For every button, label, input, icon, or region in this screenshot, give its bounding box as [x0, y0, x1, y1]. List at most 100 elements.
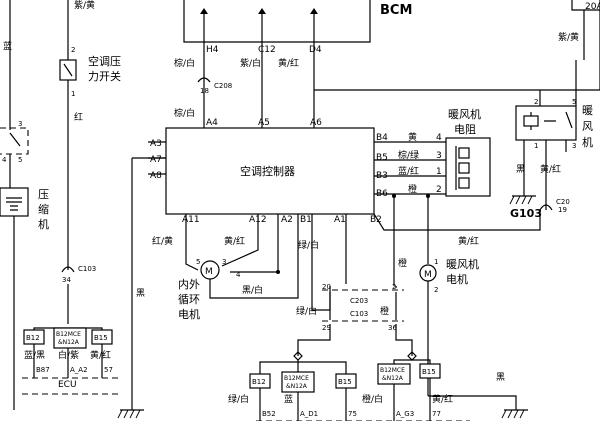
bottom-b-pin-77: 77	[432, 410, 441, 418]
ac-switch-pin-2: 2	[71, 46, 75, 54]
c20-name: C20	[556, 198, 570, 206]
controller-pin-b5: B5	[376, 153, 388, 163]
controller-pin-a1: A1	[334, 215, 346, 225]
bottom-a-box-b15: B15	[338, 378, 352, 386]
recirc-motor-m: M	[205, 267, 213, 277]
c103-pin-36: 36	[388, 324, 397, 332]
controller-pin-b2: B2	[370, 215, 382, 225]
left-ground-wire: 黑	[117, 157, 166, 419]
wire-label-black-left: 黑	[136, 288, 145, 299]
ecu-box-mce-1: B12MCE	[56, 331, 81, 338]
c203-name: C203	[350, 297, 368, 305]
blower-resistor-name-2: 电阻	[454, 123, 476, 136]
relay-name-1: 暖	[582, 104, 593, 117]
controller-pin-a11: A11	[182, 215, 200, 225]
compressor-relay: 3 5 4	[0, 120, 29, 188]
compressor-pin-3: 3	[18, 120, 22, 128]
compressor-name-2: 缩	[38, 203, 49, 216]
relay-wire-yellow-red: 黄/红	[540, 163, 561, 175]
controller-pin-a5: A5	[258, 118, 270, 128]
green-white-wires: 绿/白	[298, 214, 397, 311]
wire-label-yellow: 黄	[408, 131, 417, 143]
relay-pin-1: 1	[534, 142, 538, 150]
c208-pin: 18	[200, 87, 209, 95]
wire-label-black-right: 黑	[496, 372, 505, 383]
c203-pin-2: 2	[392, 283, 396, 291]
wire-label-brown-white-1: 棕/白	[174, 57, 195, 69]
compressor-pin-5: 5	[18, 156, 22, 164]
recirc-pin-5: 5	[196, 258, 200, 266]
recirc-pin-3: 3	[222, 258, 226, 266]
bottom-connector-a: B12 B12MCE &N12A B15 绿/白 蓝 B52 A_D1 75	[228, 351, 357, 421]
blower-motor-pin-2: 2	[434, 286, 438, 294]
bottom-b-box-b15: B15	[422, 368, 436, 376]
ecu-box-mce-2: &N12A	[58, 339, 80, 346]
recirc-name-1: 内外	[178, 277, 200, 291]
ecu-box-b15: B15	[94, 334, 108, 342]
bottom-a-pin-a-d1: A_D1	[300, 410, 318, 418]
c20-pin: 19	[558, 206, 567, 214]
c203-c103-connector: 20 2 C203 C103 绿/白 橙 29 36	[296, 283, 413, 356]
orange-wires: 橙 黄/红 C20 19	[373, 180, 570, 286]
controller-pin-b1: B1	[300, 215, 312, 225]
bottom-a-box-mce-1: B12MCE	[284, 375, 309, 382]
ac-controller-title: 空调控制器	[240, 164, 295, 178]
recirc-pin-4: 4	[236, 271, 241, 279]
ecu-box-b12: B12	[26, 334, 40, 342]
resistor-pin-2: 2	[436, 185, 442, 195]
blower-motor-pin-1: 1	[434, 258, 438, 266]
resistor-pin-3: 3	[436, 151, 442, 161]
blower-motor: M 1 2 暖风机 电机 黑	[419, 257, 528, 419]
ecu-wire-white-purple: 白/紫	[58, 349, 79, 361]
wire-label-blue-red: 蓝/红	[398, 165, 419, 177]
bottom-b-box-mce-2: &N12A	[382, 375, 404, 382]
blower-motor-m: M	[424, 270, 432, 280]
wire-label-purple-white: 紫/白	[240, 57, 261, 69]
c203-pin-20: 20	[322, 283, 331, 291]
ecu-wire-blue-black: 蓝/黑	[24, 349, 45, 361]
bottom-a-wire-blue: 蓝	[284, 393, 293, 405]
bcm-pin-arrow	[200, 8, 318, 14]
bcm-pin-d4: D4	[309, 45, 322, 55]
wire-label-purple-yellow-left: 紫/黄	[74, 0, 95, 11]
resistor-pin-1: 1	[436, 167, 442, 177]
blower-resistor-wires: 黄 棕/绿 蓝/红 橙 4 3 1 2	[374, 131, 446, 195]
relay-wire-black: 黑	[516, 164, 525, 175]
controller-pin-a6: A6	[310, 118, 322, 128]
relay-pin-5: 5	[572, 98, 576, 106]
wire-label-purple-yellow-right: 紫/黄	[558, 31, 579, 43]
c103-left-connector: C103 34	[61, 265, 96, 324]
resistor-pin-4: 4	[436, 133, 442, 143]
top-right-fuse: 20A 紫/黄	[558, 0, 600, 60]
controller-pin-a2: A2	[281, 215, 293, 225]
ecu-pin-a-a2: A_A2	[70, 366, 88, 374]
ac-switch-name-1: 空调压	[88, 54, 121, 68]
left-side-wiring: 紫/黄 蓝 2	[3, 0, 95, 130]
compressor-name-1: 压	[38, 188, 49, 201]
compressor-name-3: 机	[38, 217, 49, 231]
compressor: 压 缩 机	[0, 187, 49, 410]
bottom-a-pin-b52: B52	[262, 410, 276, 418]
recirculation-motor: M 5 3 4 红/黄 黄/红 黑/白 内外 循环 电机	[152, 214, 299, 321]
recirc-wire-yellow-red: 黄/红	[224, 235, 245, 247]
relay-left-pin-4: 4	[2, 156, 7, 164]
ecu-wire-yellow-red: 黄/红	[90, 349, 111, 361]
bcm-pin-h4: H4	[206, 45, 219, 55]
ecu-connector: B12 B12MCE &N12A B15 蓝/黑 白/紫 黄/红 B87 A_A…	[22, 327, 118, 395]
controller-pin-a3: A3	[150, 139, 162, 149]
wire-label-green-white-2: 绿/白	[296, 305, 317, 317]
bottom-b-wire-yellow-red: 黄/红	[432, 393, 453, 405]
c208-name: C208	[214, 82, 232, 90]
ac-switch-pin-1: 1	[71, 90, 75, 98]
bottom-a-wire-green-white: 绿/白	[228, 393, 249, 405]
wire-label-brown-green: 棕/绿	[398, 149, 419, 161]
bcm-controller-wires: 棕/白 紫/白 黄/红 18 C208 棕/白	[174, 0, 600, 128]
blower-motor-name-1: 暖风机	[446, 257, 479, 271]
recirc-wire-red-yellow: 红/黄	[152, 235, 173, 247]
wire-label-blue-left: 蓝	[3, 40, 12, 52]
blower-relay: 2 5 1 3 黑 黄/红 暖 风 机 G103	[509, 60, 593, 220]
recirc-name-2: 循环	[178, 293, 200, 306]
controller-pin-a7: A7	[150, 155, 162, 165]
bottom-a-box-mce-2: &N12A	[286, 383, 308, 390]
wire-label-red: 红	[74, 111, 83, 123]
